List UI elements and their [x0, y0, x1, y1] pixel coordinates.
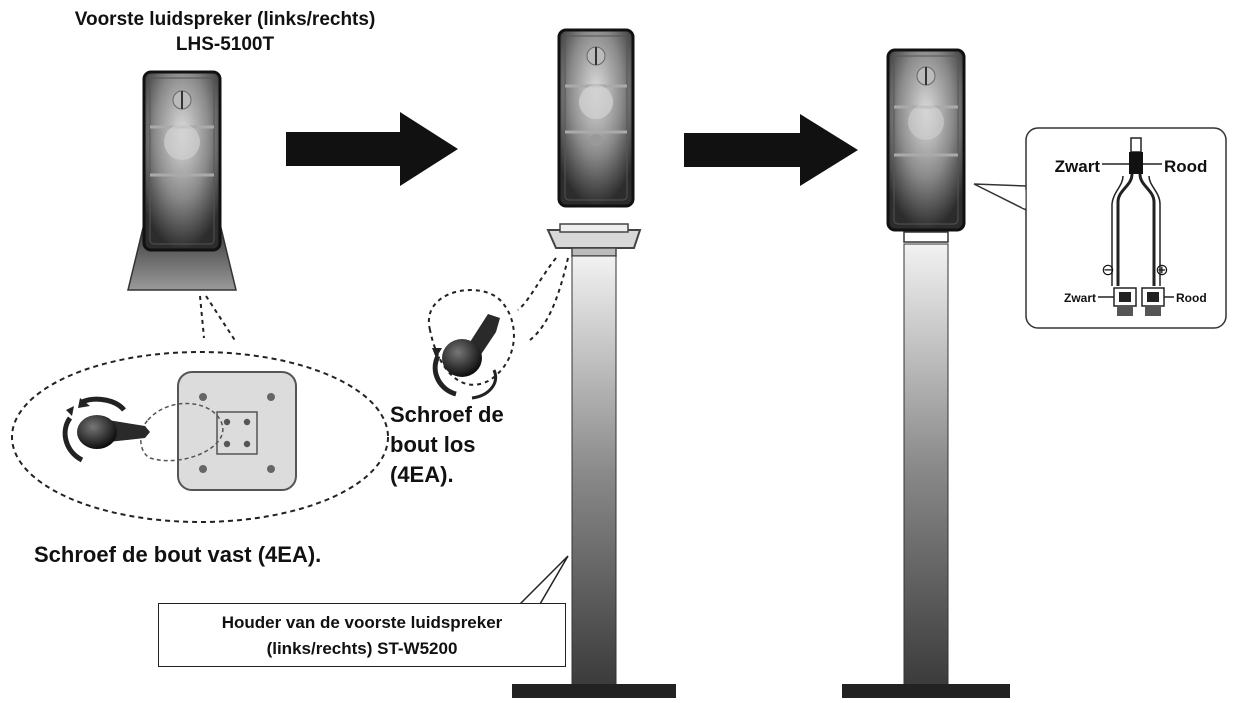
front-speaker-middle — [557, 28, 635, 208]
stand-assembled — [842, 243, 1010, 698]
base-plate-bottom — [177, 371, 297, 491]
plus-symbol: ⊕ — [1155, 260, 1168, 279]
front-speaker-model: LHS-5100T — [175, 34, 275, 55]
screwdriver-bubble-middle — [427, 289, 515, 386]
wiring-callout — [973, 127, 1227, 329]
arrow-right-1 — [286, 112, 458, 186]
stand-callout-box: Houder van de voorste luidspreker (links… — [158, 603, 566, 667]
loosen-bolts-label: Schroef de bout los (4EA). — [390, 400, 530, 490]
label-red-bottom: Rood — [1176, 291, 1207, 305]
callout-pointer — [519, 555, 569, 605]
front-speaker-with-base — [127, 70, 237, 291]
label-black-top: Zwart — [1055, 157, 1101, 176]
dashed-pointer-middle — [517, 257, 569, 341]
label-black-bottom: Zwart — [1064, 291, 1096, 305]
stand-middle — [512, 255, 676, 698]
loosen-line-2: bout los — [390, 432, 476, 457]
tighten-bolts-label: Schroef de bout vast (4EA). — [34, 542, 322, 567]
stand-callout-line-2: (links/rechts) ST-W5200 — [266, 639, 458, 658]
loosen-line-3: (4EA). — [390, 462, 454, 487]
dashed-pointer — [199, 295, 237, 343]
arrow-right-2 — [684, 114, 858, 186]
bottom-view-ellipse — [11, 351, 389, 523]
stand-callout-line-1: Houder van de voorste luidspreker — [221, 613, 503, 632]
front-speaker-assembled — [886, 48, 966, 243]
loosen-line-1: Schroef de — [390, 402, 504, 427]
front-speaker-title: Voorste luidspreker (links/rechts) — [74, 9, 376, 30]
label-red-top: Rood — [1164, 157, 1207, 176]
stand-top-plate — [546, 223, 642, 257]
screwdriver-icon-middle — [432, 314, 500, 400]
screwdriver-icon-left — [62, 396, 150, 463]
screwdriver-bubble-left — [140, 402, 224, 462]
minus-symbol: ⊖ — [1101, 260, 1114, 279]
